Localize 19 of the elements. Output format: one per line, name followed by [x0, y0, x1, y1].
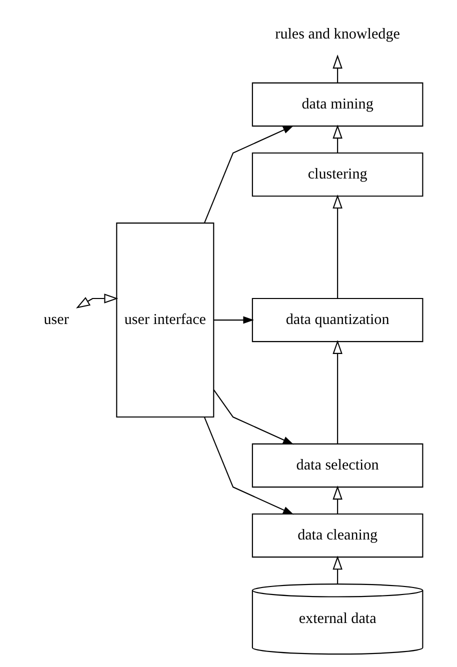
node-box: data quantization	[251, 298, 423, 342]
node-box: data mining	[251, 82, 423, 127]
arrow	[203, 416, 294, 515]
node-box: data cleaning	[251, 513, 423, 558]
arrow	[332, 194, 342, 298]
arrow	[212, 389, 294, 445]
arrow	[203, 125, 294, 224]
arrow	[332, 124, 342, 153]
arrow	[332, 486, 342, 514]
node-box: data selection	[251, 443, 423, 488]
node-box: clustering	[251, 152, 423, 197]
arrow	[332, 556, 342, 584]
arrow	[213, 316, 254, 324]
arrow	[332, 340, 342, 444]
node-text: user	[43, 312, 68, 328]
node-text: rules and knowledge	[274, 26, 400, 42]
node-box: user interface	[116, 222, 214, 418]
arrow	[332, 54, 342, 83]
arrow	[76, 294, 118, 308]
